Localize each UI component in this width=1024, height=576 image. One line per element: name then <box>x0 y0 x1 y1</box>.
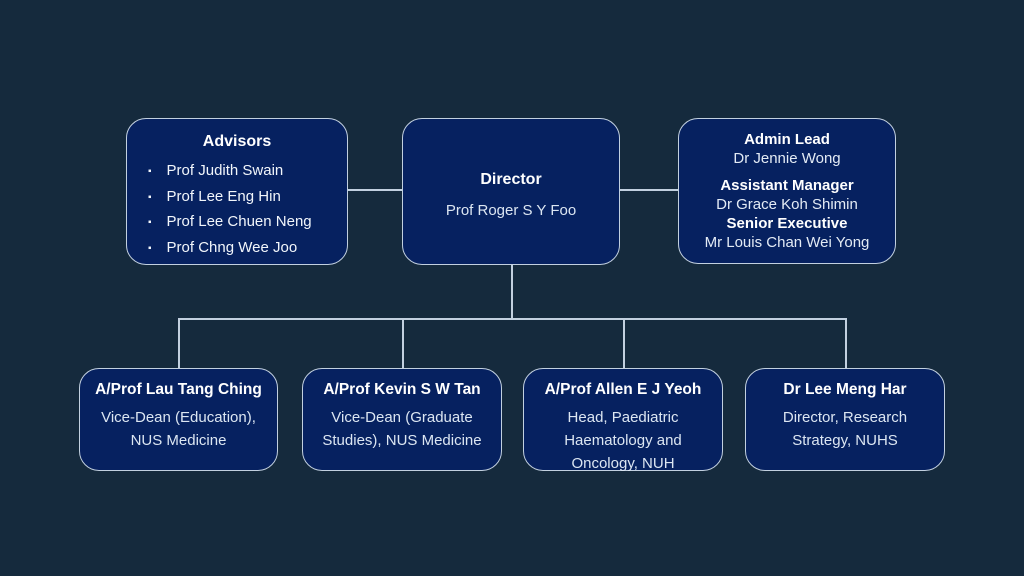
advisors-box: Advisors ▪ Prof Judith Swain ▪ Prof Lee … <box>126 118 348 265</box>
admin-role-title: Senior Executive <box>726 215 848 232</box>
connector-drop-report-3 <box>623 318 625 368</box>
list-item: ▪ Prof Judith Swain <box>148 159 337 185</box>
report-box-lee-meng-har: Dr Lee Meng Har Director, Research Strat… <box>745 368 945 471</box>
bullet-icon: ▪ <box>148 191 152 203</box>
connector-drop-report-4 <box>845 318 847 368</box>
connector-director-drop <box>511 264 513 319</box>
report-name: Dr Lee Meng Har <box>783 381 907 398</box>
report-box-kevin-tan: A/Prof Kevin S W Tan Vice-Dean (Graduate… <box>302 368 502 471</box>
connector-director-admin <box>620 189 678 191</box>
connector-drop-report-1 <box>178 318 180 368</box>
connector-distributor <box>178 318 846 320</box>
director-title: Director <box>480 171 542 188</box>
list-item: ▪ Prof Lee Eng Hin <box>148 185 337 211</box>
admin-box: Admin Lead Dr Jennie Wong Assistant Mana… <box>678 118 896 264</box>
list-item: ▪ Prof Lee Chuen Neng <box>148 210 337 236</box>
report-name: A/Prof Lau Tang Ching <box>95 381 262 398</box>
report-box-allen-yeoh: A/Prof Allen E J Yeoh Head, Paediatric H… <box>523 368 723 472</box>
report-name: A/Prof Kevin S W Tan <box>323 381 481 398</box>
advisor-name: Prof Lee Eng Hin <box>166 187 281 205</box>
advisor-name: Prof Chng Wee Joo <box>166 238 298 256</box>
advisor-name: Prof Lee Chuen Neng <box>166 213 312 230</box>
connector-drop-report-2 <box>402 318 404 368</box>
bullet-icon: ▪ <box>148 217 152 228</box>
report-role: Head, Paediatric Haematology and Oncolog… <box>564 409 682 472</box>
advisors-list: ▪ Prof Judith Swain ▪ Prof Lee Eng Hin ▪… <box>127 159 347 261</box>
bullet-icon: ▪ <box>148 242 152 254</box>
report-role: Vice-Dean (Graduate Studies), NUS Medici… <box>322 409 482 449</box>
director-name: Prof Roger S Y Foo <box>445 202 577 219</box>
connector-advisors-director <box>348 189 402 191</box>
admin-role-name: Mr Louis Chan Wei Yong <box>704 234 870 251</box>
admin-role-title: Assistant Manager <box>720 177 854 194</box>
report-role: Director, Research Strategy, NUHS <box>782 409 908 449</box>
admin-role-name: Dr Grace Koh Shimin <box>716 196 858 213</box>
director-box: Director Prof Roger S Y Foo <box>402 118 620 265</box>
bullet-icon: ▪ <box>148 166 152 177</box>
report-box-lau-tang-ching: A/Prof Lau Tang Ching Vice-Dean (Educati… <box>79 368 278 471</box>
list-item: ▪ Prof Chng Wee Joo <box>148 236 337 262</box>
admin-role-title: Admin Lead <box>744 131 830 148</box>
report-role: Vice-Dean (Education), NUS Medicine <box>101 409 256 449</box>
admin-role-name: Dr Jennie Wong <box>733 150 841 167</box>
report-name: A/Prof Allen E J Yeoh <box>544 381 702 398</box>
advisor-name: Prof Judith Swain <box>166 162 284 179</box>
advisors-title: Advisors <box>202 133 272 150</box>
